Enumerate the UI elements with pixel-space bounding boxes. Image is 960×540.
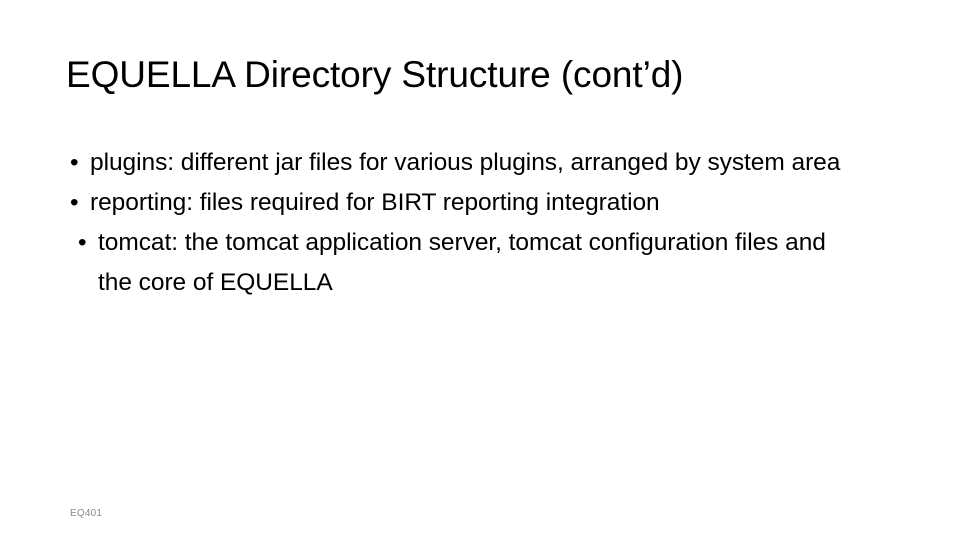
list-item-text-continuation: the core of EQUELLA bbox=[98, 269, 333, 296]
bullet-list: • plugins: different jar files for vario… bbox=[60, 143, 910, 303]
bullet-dot-icon: • bbox=[70, 189, 79, 216]
list-item-text: reporting: files required for BIRT repor… bbox=[90, 189, 660, 216]
list-item-text: tomcat: the tomcat application server, t… bbox=[98, 229, 826, 256]
list-item: • plugins: different jar files for vario… bbox=[60, 143, 910, 183]
footer-course-code: EQ401 bbox=[70, 508, 103, 519]
page-title: EQUELLA Directory Structure (cont’d) bbox=[66, 54, 684, 95]
bullet-dot-icon: • bbox=[78, 229, 87, 256]
bullet-dot-icon: • bbox=[70, 149, 79, 176]
list-item: • tomcat: the tomcat application server,… bbox=[60, 223, 910, 303]
list-item-text: plugins: different jar files for various… bbox=[90, 149, 841, 176]
list-item: • reporting: files required for BIRT rep… bbox=[60, 183, 910, 223]
